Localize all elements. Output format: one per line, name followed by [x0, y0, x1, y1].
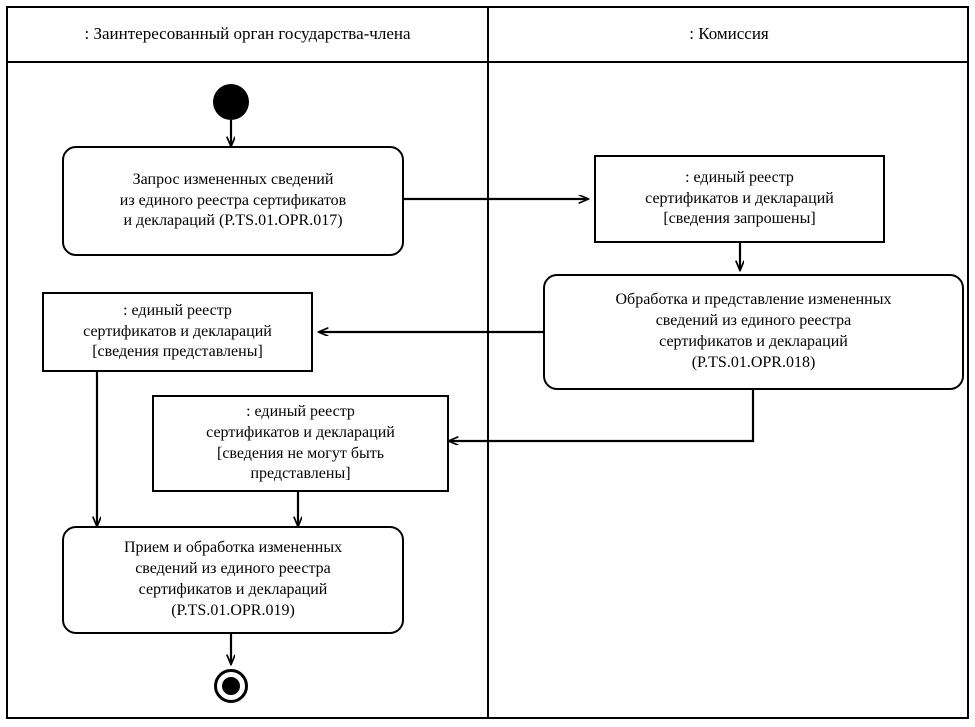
action-node-process-and-submit-label: Обработка и представление измененных све… — [615, 291, 892, 371]
object-node-registry-submitted[interactable]: : единый реестр сертификатов и деклараци… — [42, 292, 313, 372]
lane-header-member-state: : Заинтересованный орган государства-чле… — [84, 23, 411, 43]
action-node-receive-and-process[interactable]: Прием и обработка измененных сведений из… — [62, 526, 404, 634]
lane-divider — [487, 6, 489, 719]
object-node-registry-not-submitted[interactable]: : единый реестр сертификатов и деклараци… — [152, 395, 449, 492]
object-node-registry-requested-label: : единый реестр сертификатов и деклараци… — [645, 168, 834, 228]
object-node-registry-not-submitted-label: : единый реестр сертификатов и деклараци… — [206, 402, 395, 483]
final-node — [214, 669, 248, 703]
action-node-request-changed-info[interactable]: Запрос измененных сведений из единого ре… — [62, 146, 404, 256]
action-node-process-and-submit[interactable]: Обработка и представление измененных све… — [543, 274, 964, 390]
object-node-registry-submitted-label: : единый реестр сертификатов и деклараци… — [83, 301, 272, 361]
action-node-receive-and-process-label: Прием и обработка измененных сведений из… — [123, 539, 343, 619]
lane-header-commission: : Комиссия — [689, 23, 769, 43]
object-node-registry-requested[interactable]: : единый реестр сертификатов и деклараци… — [594, 155, 885, 243]
action-node-request-changed-info-label: Запрос измененных сведений из единого ре… — [119, 170, 347, 230]
initial-node — [213, 84, 249, 120]
